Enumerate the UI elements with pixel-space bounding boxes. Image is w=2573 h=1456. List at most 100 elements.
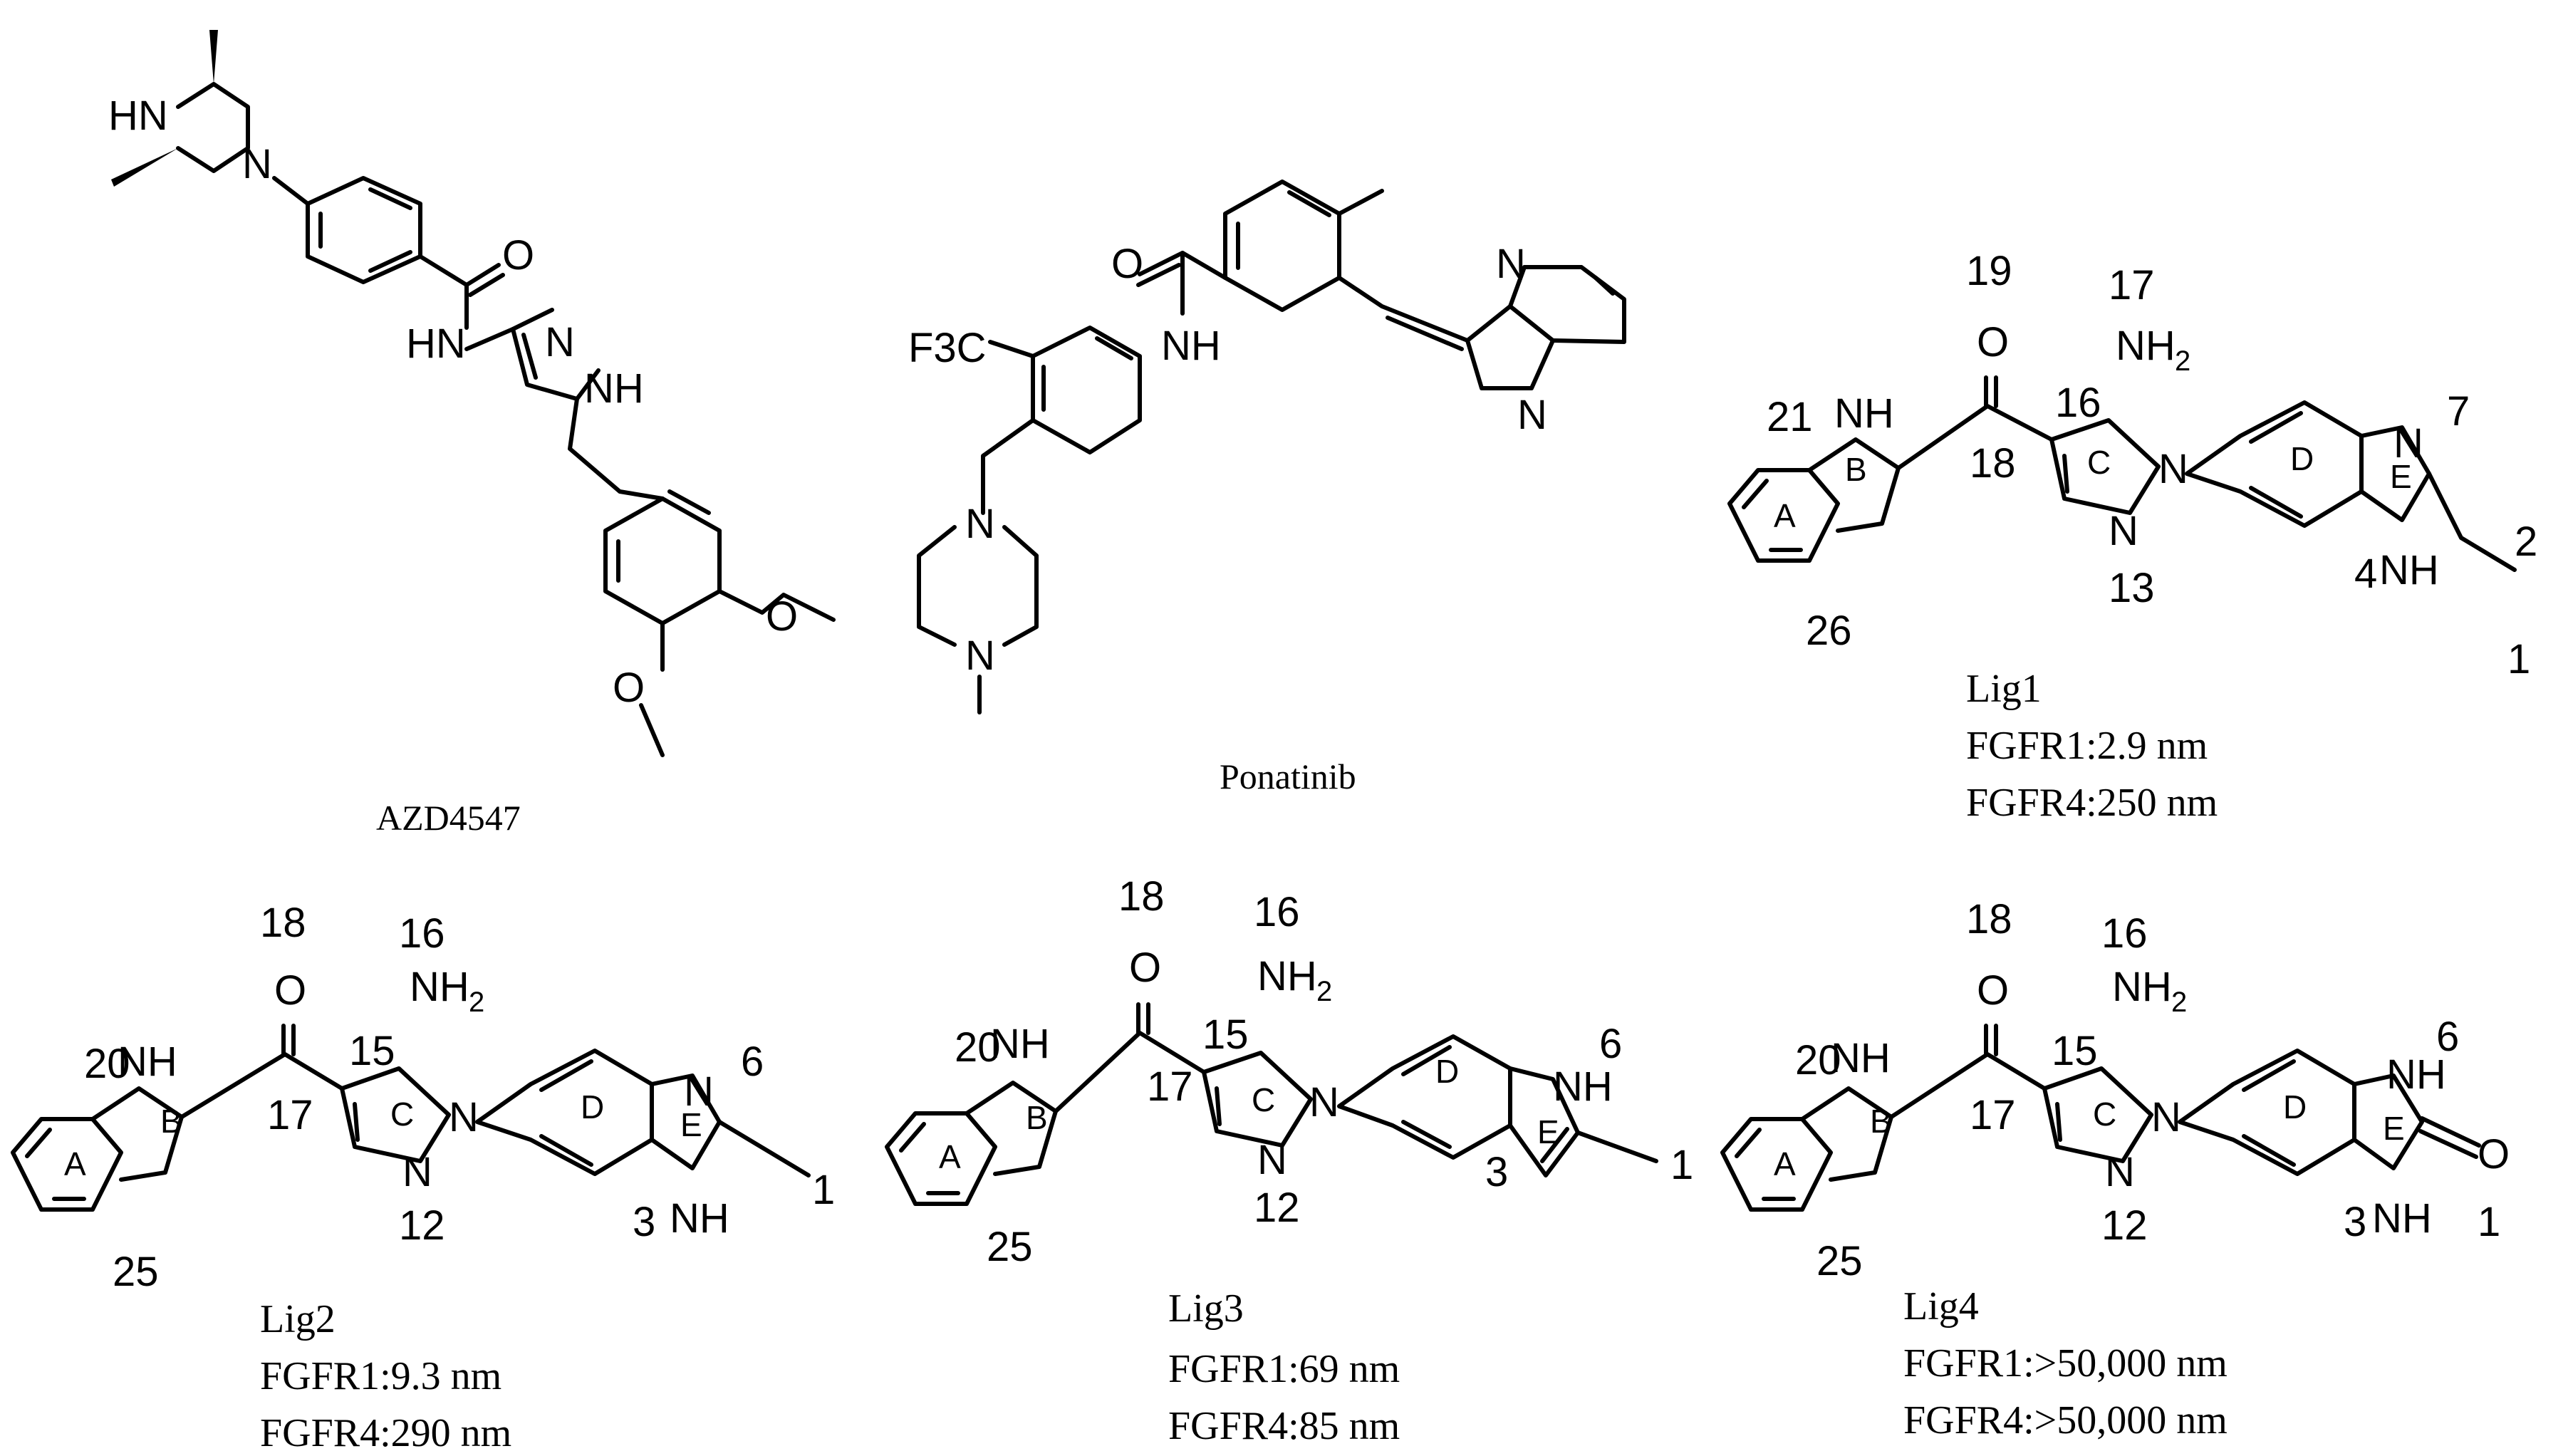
lig4-carbonyl-o: O bbox=[1977, 967, 2009, 1014]
lig4-num-6: 6 bbox=[2436, 1014, 2459, 1060]
lig3-carbonyl-o: O bbox=[1129, 945, 1161, 991]
lig2-pyrazole-n2: N bbox=[402, 1149, 432, 1195]
lig3-num-3: 3 bbox=[1485, 1149, 1508, 1195]
lig2-imid-n: N bbox=[684, 1068, 714, 1115]
structure-azd4547: HN N O HN N NH O O AZD4547 bbox=[108, 30, 836, 838]
amide-hn-label: HN bbox=[406, 321, 466, 367]
lig1-ring-c: C bbox=[2087, 444, 2111, 481]
lig1-fgfr1: FGFR1:2.9 nm bbox=[1966, 724, 2208, 768]
lig2-num-3: 3 bbox=[633, 1199, 655, 1245]
lig2-ring-a: A bbox=[64, 1145, 86, 1182]
lig3-nh2-sub: 2 bbox=[1316, 976, 1332, 1007]
pyrazole-n-label: N bbox=[545, 319, 575, 365]
lig1-ring-e: E bbox=[2390, 458, 2412, 495]
lig1-num-17: 17 bbox=[2109, 262, 2155, 308]
lig4-urea-nh-top: NH bbox=[2386, 1051, 2446, 1098]
lig1-nh2-sub: 2 bbox=[2175, 345, 2190, 377]
lig3-num-16: 16 bbox=[1254, 889, 1300, 935]
lig3-num-1: 1 bbox=[1670, 1142, 1693, 1188]
lig3-fgfr4: FGFR4:85 nm bbox=[1168, 1404, 1400, 1448]
lig1-num-1: 1 bbox=[2507, 636, 2530, 682]
lig4-num-25: 25 bbox=[1816, 1238, 1863, 1284]
lig2-num-18: 18 bbox=[260, 900, 306, 946]
lig4-ring-d: D bbox=[2283, 1088, 2307, 1125]
pona-n-bottom: N bbox=[1517, 392, 1547, 438]
lig1-nh2: NH bbox=[2116, 323, 2176, 369]
lig2-num-15: 15 bbox=[349, 1028, 395, 1074]
lig1-num-4: 4 bbox=[2354, 551, 2377, 597]
lig1-ring-d: D bbox=[2290, 440, 2314, 477]
lig3-num-15: 15 bbox=[1202, 1012, 1249, 1058]
lig2-imid-nh: NH bbox=[670, 1195, 729, 1242]
lig2-num-6: 6 bbox=[741, 1039, 764, 1085]
methoxy-o-left: O bbox=[613, 665, 645, 711]
lig2-ring-c: C bbox=[390, 1096, 414, 1133]
lig2-carbonyl-o: O bbox=[274, 967, 306, 1014]
lig1-num-2: 2 bbox=[2515, 519, 2537, 565]
lig3-ring-a: A bbox=[939, 1138, 961, 1175]
structure-lig2: NH O NH 2 N N N NH A B C D E 18 16 20 15… bbox=[11, 900, 835, 1455]
lig4-nh2: NH bbox=[2112, 964, 2172, 1010]
lig4-urea-nh-bottom: NH bbox=[2372, 1195, 2432, 1242]
methyl-wedge-left bbox=[111, 148, 178, 187]
lig1-indole-nh: NH bbox=[1834, 390, 1894, 437]
lig4-ring-b: B bbox=[1870, 1103, 1892, 1140]
lig3-nh2: NH bbox=[1257, 953, 1317, 999]
lig1-pyrazole-n1: N bbox=[2158, 446, 2188, 492]
lig4-ring-e: E bbox=[2383, 1110, 2405, 1147]
lig4-num-17: 17 bbox=[1970, 1092, 2016, 1138]
lig1-fgfr4: FGFR4:250 nm bbox=[1966, 781, 2218, 825]
azd4547-label: AZD4547 bbox=[376, 798, 521, 838]
lig3-ring-c: C bbox=[1252, 1081, 1275, 1118]
lig3-label: Lig3 bbox=[1168, 1286, 1244, 1331]
pona-n-piperazine-bottom: N bbox=[965, 633, 995, 679]
lig1-num-18: 18 bbox=[1970, 440, 2016, 487]
structure-lig4: NH O NH 2 N N NH NH O A B C D E 18 16 20… bbox=[1720, 896, 2510, 1442]
lig4-num-20: 20 bbox=[1795, 1037, 1841, 1083]
lig3-pyrazole-n2: N bbox=[1257, 1137, 1287, 1183]
lig1-pyrazole-n2: N bbox=[2109, 508, 2138, 554]
lig4-fgfr4: FGFR4:>50,000 nm bbox=[1903, 1398, 2228, 1442]
lig2-fgfr1: FGFR1:9.3 nm bbox=[260, 1354, 501, 1398]
pona-n-top: N bbox=[1496, 241, 1526, 287]
amide-o-label: O bbox=[502, 232, 534, 279]
lig3-num-17: 17 bbox=[1147, 1064, 1193, 1110]
lig3-pyrazole-n1: N bbox=[1309, 1079, 1339, 1125]
lig3-ring-e: E bbox=[1537, 1113, 1559, 1150]
lig4-ring-a: A bbox=[1774, 1145, 1796, 1182]
methoxy-o-right: O bbox=[766, 593, 798, 640]
lig1-num-13: 13 bbox=[2109, 565, 2155, 611]
lig4-num-1: 1 bbox=[2478, 1199, 2500, 1245]
lig2-ring-d: D bbox=[581, 1088, 604, 1125]
lig3-num-18: 18 bbox=[1118, 873, 1165, 920]
lig2-pyrazole-n1: N bbox=[449, 1094, 479, 1140]
lig3-indole-nh: NH bbox=[990, 1021, 1050, 1067]
methyl-wedge-top bbox=[209, 30, 218, 84]
lig3-ring-b: B bbox=[1026, 1099, 1048, 1136]
lig2-num-25: 25 bbox=[113, 1249, 159, 1295]
lig2-num-20: 20 bbox=[84, 1041, 130, 1087]
lig1-ring-a: A bbox=[1774, 497, 1796, 534]
lig2-nh2: NH bbox=[410, 964, 469, 1010]
lig4-label: Lig4 bbox=[1903, 1284, 1979, 1328]
structure-lig1: NH O NH 2 N N N NH A B C D E 19 17 21 16… bbox=[1727, 248, 2537, 825]
lig4-num-3: 3 bbox=[2344, 1199, 2366, 1245]
lig3-fgfr1: FGFR1:69 nm bbox=[1168, 1347, 1400, 1391]
lig1-num-26: 26 bbox=[1806, 608, 1852, 654]
lig2-num-16: 16 bbox=[399, 910, 445, 957]
lig1-ring-b: B bbox=[1845, 451, 1867, 488]
lig1-imid-nh: NH bbox=[2379, 547, 2439, 593]
lig4-num-16: 16 bbox=[2101, 910, 2148, 957]
lig2-fgfr4: FGFR4:290 nm bbox=[260, 1411, 511, 1455]
lig1-label: Lig1 bbox=[1966, 667, 2042, 711]
piperazine-n-label: N bbox=[242, 141, 272, 187]
lig1-carbonyl-o: O bbox=[1977, 319, 2009, 365]
lig3-pyrrole-nh: NH bbox=[1553, 1064, 1613, 1110]
pyrazole-nh-label: NH bbox=[584, 365, 644, 412]
pona-f3c-label: F3C bbox=[908, 325, 987, 371]
lig4-pyrazole-n2: N bbox=[2105, 1149, 2135, 1195]
lig1-num-19: 19 bbox=[1966, 248, 2012, 294]
ponatinib-label: Ponatinib bbox=[1220, 756, 1356, 796]
structure-lig3: NH O NH 2 N N NH A B C D E 18 16 20 15 6… bbox=[885, 873, 1693, 1448]
